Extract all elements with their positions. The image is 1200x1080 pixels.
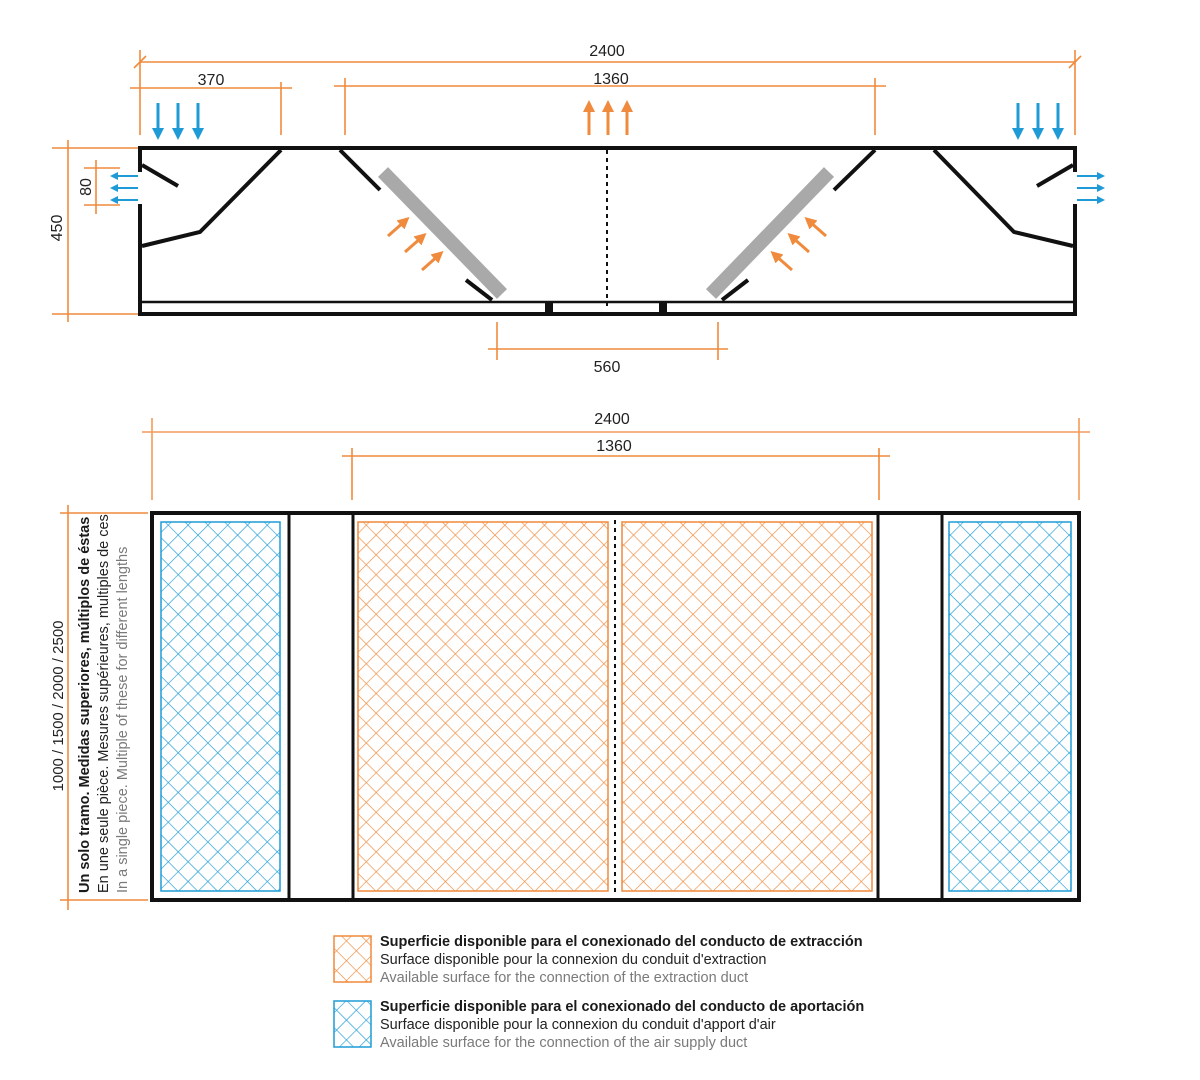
dim-extraction-width-plan xyxy=(342,448,890,500)
dim-label-extraction-width-top: 1360 xyxy=(593,71,629,88)
supply-arrows-right-slot xyxy=(1077,172,1105,204)
dim-label-overall-width-plan: 2400 xyxy=(594,411,630,428)
legend-supply-fr: Surface disponible pour la connexion du … xyxy=(380,1017,776,1033)
legend-extraction-fr: Surface disponible pour la connexion du … xyxy=(380,952,767,968)
dim-label-overall-width-top: 2400 xyxy=(589,43,625,60)
dim-overall-width-plan xyxy=(142,418,1090,500)
extraction-arrows-up xyxy=(583,100,633,135)
legend-extraction-es: Superficie disponible para el conexionad… xyxy=(380,934,863,950)
legend-supply-en: Available surface for the connection of … xyxy=(380,1035,748,1051)
length-note-es: Un solo tramo. Medidas superiores, múlti… xyxy=(77,516,93,893)
dim-label-bottom-opening: 560 xyxy=(594,359,621,376)
dim-label-extraction-width-plan: 1360 xyxy=(596,438,632,455)
grease-filter-right xyxy=(705,167,835,299)
dim-overall-width-top xyxy=(133,50,1082,135)
supply-arrows-right-down xyxy=(1012,103,1064,140)
extraction-arrows-left-filter xyxy=(387,217,444,272)
hood-section-outline xyxy=(138,146,1077,316)
grease-filter-left xyxy=(377,167,508,299)
extraction-arrows-right-filter xyxy=(770,217,827,272)
filter-slot-left xyxy=(545,302,553,314)
dim-intake-width xyxy=(130,82,292,135)
dim-label-slot-height: 80 xyxy=(78,178,95,196)
supply-arrows-left-down xyxy=(152,103,204,140)
dim-bottom-opening xyxy=(488,322,728,360)
dim-extraction-width-top xyxy=(334,78,886,135)
extraction-zone-right xyxy=(621,521,873,892)
internal-baffles xyxy=(140,148,1075,302)
supply-zone-left xyxy=(160,521,281,892)
plan-view: 2400 1360 1000 / 1500 / 2000 / 2500 xyxy=(50,411,1090,910)
dim-slot-height xyxy=(84,160,120,214)
legend-swatch-supply xyxy=(333,1000,372,1048)
length-options-label: 1000 / 1500 / 2000 / 2500 xyxy=(50,621,67,792)
extraction-zone-left xyxy=(357,521,609,892)
legend-swatch-extraction xyxy=(333,935,372,983)
hood-plan-outline xyxy=(150,511,1081,902)
length-note-en: In a single piece. Multiple of these for… xyxy=(115,546,131,893)
dim-overall-height xyxy=(52,140,138,322)
dim-label-overall-height: 450 xyxy=(49,215,66,242)
legend-supply-es: Superficie disponible para el conexionad… xyxy=(380,999,865,1015)
legend-extraction-en: Available surface for the connection of … xyxy=(380,970,749,986)
length-note: Un solo tramo. Medidas superiores, múlti… xyxy=(76,493,158,893)
dim-label-intake-width: 370 xyxy=(198,72,225,89)
supply-zone-right xyxy=(948,521,1072,892)
filter-slot-right xyxy=(659,302,667,314)
section-view: 2400 370 1360 450 80 xyxy=(49,43,1105,376)
supply-arrows-left-slot xyxy=(110,172,138,204)
dim-length xyxy=(60,505,148,910)
length-note-fr: En une seule pièce. Mesures supérieures,… xyxy=(96,514,112,893)
